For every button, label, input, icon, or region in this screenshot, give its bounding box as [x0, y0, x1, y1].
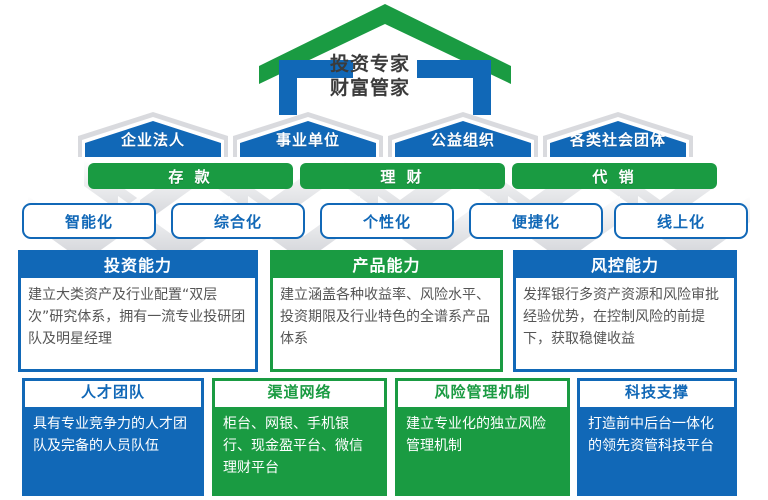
foundation-body: 打造前中后台一体化的领先资管科技平台: [588, 416, 714, 454]
left-pillar: [279, 60, 353, 115]
capability-title: 投资能力: [103, 256, 172, 275]
foundation-body: 建立专业化的独立风险管理机制: [406, 416, 546, 454]
segment-label: 企业法人: [120, 131, 185, 149]
capability-body: 建立涵盖各种收益率、风险水平、投资期限及行业特色的全谱系产品体系: [273, 278, 500, 369]
segment-label: 公益组织: [430, 131, 495, 149]
pentagon-shape: [233, 112, 383, 157]
capability-card-1[interactable]: 产品能力 建立涵盖各种收益率、风险水平、投资期限及行业特色的全谱系产品体系: [270, 250, 503, 372]
foundation-body: 柜台、网银、手机银行、现金盈平台、微信理财平台: [223, 416, 363, 476]
attribute-chip-3[interactable]: 便捷化: [469, 203, 603, 239]
customer-segment-row: 企业法人 事业单位 公益组织 各类社会团体: [0, 112, 768, 157]
segment-pentagon-3[interactable]: 各类社会团体: [543, 112, 693, 157]
capability-card-2[interactable]: 风控能力 发挥银行多资产资源和风险审批经验优势，在控制风险的前提下，获取稳健收益: [513, 250, 737, 372]
segment-pentagon-2[interactable]: 公益组织: [388, 112, 538, 157]
attribute-row: 智能化 综合化 个性化 便捷化 线上化: [0, 203, 768, 239]
capability-body: 建立大类资产及行业配置“双层次”研究体系，拥有一流专业投研团队及明星经理: [21, 278, 255, 369]
capability-row: 投资能力 建立大类资产及行业配置“双层次”研究体系，拥有一流专业投研团队及明星经…: [0, 250, 768, 372]
foundation-card-3[interactable]: 科技支撑 打造前中后台一体化的领先资管科技平台: [577, 378, 737, 496]
attribute-chip-0[interactable]: 智能化: [22, 203, 156, 239]
right-pillar: [417, 60, 491, 115]
foundation-title: 人才团队: [25, 381, 201, 407]
logo-slogan-line1: 投资专家: [330, 53, 411, 75]
service-pill-2[interactable]: 代 销: [512, 163, 717, 189]
pentagon-shape: [388, 112, 538, 157]
segment-label: 事业单位: [275, 131, 340, 149]
house-logo: [259, 4, 511, 115]
foundation-title: 风险管理机制: [398, 381, 567, 407]
foundation-card-0[interactable]: 人才团队 具有专业竞争力的人才团队及完备的人员队伍: [22, 378, 204, 496]
foundation-title: 科技支撑: [580, 381, 734, 407]
capability-title: 风控能力: [590, 256, 659, 275]
foundation-title: 渠道网络: [215, 381, 384, 407]
capability-body: 发挥银行多资产资源和风险审批经验优势，在控制风险的前提下，获取稳健收益: [516, 278, 734, 369]
foundation-card-2[interactable]: 风险管理机制 建立专业化的独立风险管理机制: [395, 378, 570, 496]
service-pill-1[interactable]: 理 财: [300, 163, 505, 189]
logo-slogan: 投资专家 财富管家: [330, 52, 450, 100]
segment-pentagon-0[interactable]: 企业法人: [78, 112, 228, 157]
segment-pentagon-1[interactable]: 事业单位: [233, 112, 383, 157]
service-pill-0[interactable]: 存 款: [88, 163, 293, 189]
foundation-card-1[interactable]: 渠道网络 柜台、网银、手机银行、现金盈平台、微信理财平台: [212, 378, 387, 496]
logo-slogan-line2: 财富管家: [330, 77, 411, 99]
attribute-chip-2[interactable]: 个性化: [320, 203, 454, 239]
segment-label: 各类社会团体: [569, 131, 666, 149]
capability-title: 产品能力: [352, 256, 421, 275]
service-row: 存 款 理 财 代 销: [0, 163, 768, 191]
foundation-body: 具有专业竞争力的人才团队及完备的人员队伍: [33, 416, 187, 454]
foundation-row: 人才团队 具有专业竞争力的人才团队及完备的人员队伍 渠道网络 柜台、网银、手机银…: [0, 378, 768, 496]
capability-card-0[interactable]: 投资能力 建立大类资产及行业配置“双层次”研究体系，拥有一流专业投研团队及明星经…: [18, 250, 258, 372]
attribute-chip-4[interactable]: 线上化: [614, 203, 748, 239]
pentagon-shape: [78, 112, 228, 157]
attribute-chip-1[interactable]: 综合化: [171, 203, 305, 239]
pentagon-shape: [543, 112, 693, 157]
roof-chevron: [259, 4, 511, 84]
